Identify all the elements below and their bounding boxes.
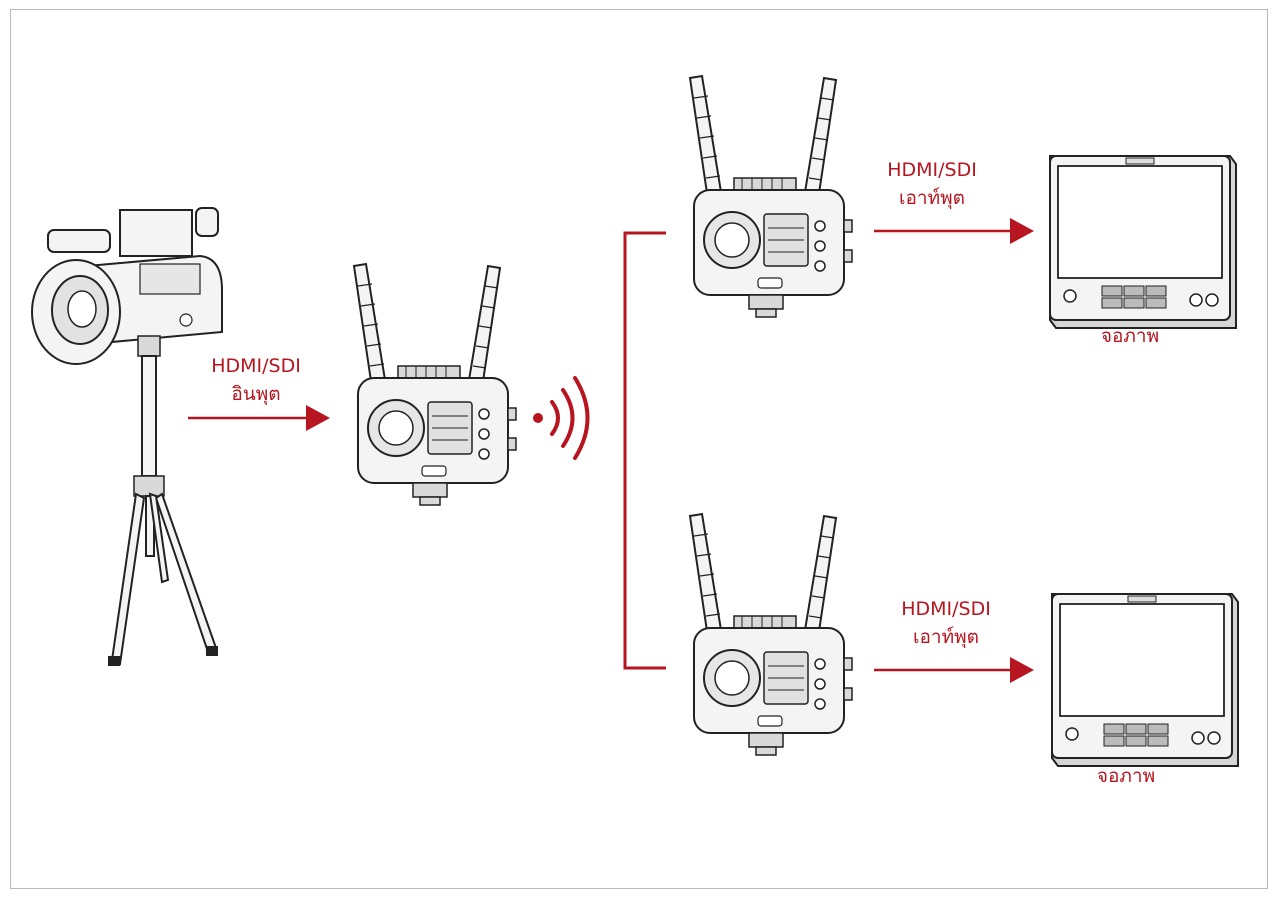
- output-top-label-line1: HDMI/SDI: [887, 159, 977, 181]
- camcorder-icon: [31, 207, 223, 365]
- monitor-icon: [1049, 155, 1237, 329]
- input-label-line1: HDMI/SDI: [211, 355, 301, 377]
- tripod-icon: [108, 335, 218, 666]
- distribution-bracket: [623, 231, 666, 670]
- transmitter-icon: [353, 263, 517, 506]
- arrow-right-icon: [306, 405, 330, 431]
- monitor-icon: [1051, 593, 1239, 767]
- input-label-line2: อินพุต: [231, 383, 280, 406]
- output-bottom-label-line2: เอาท์พุต: [913, 626, 979, 649]
- receiver-icon: [689, 513, 853, 756]
- monitor-top-label: จอภาพ: [1101, 325, 1159, 347]
- arrow-right-icon: [1010, 218, 1034, 244]
- arrow-right-icon: [1010, 657, 1034, 683]
- output-bottom-label-line1: HDMI/SDI: [901, 598, 991, 620]
- wireless-signal-icon: [533, 376, 590, 460]
- output-top-label-line2: เอาท์พุต: [899, 187, 965, 210]
- monitor-bottom-label: จอภาพ: [1097, 765, 1155, 787]
- receiver-icon: [689, 75, 853, 318]
